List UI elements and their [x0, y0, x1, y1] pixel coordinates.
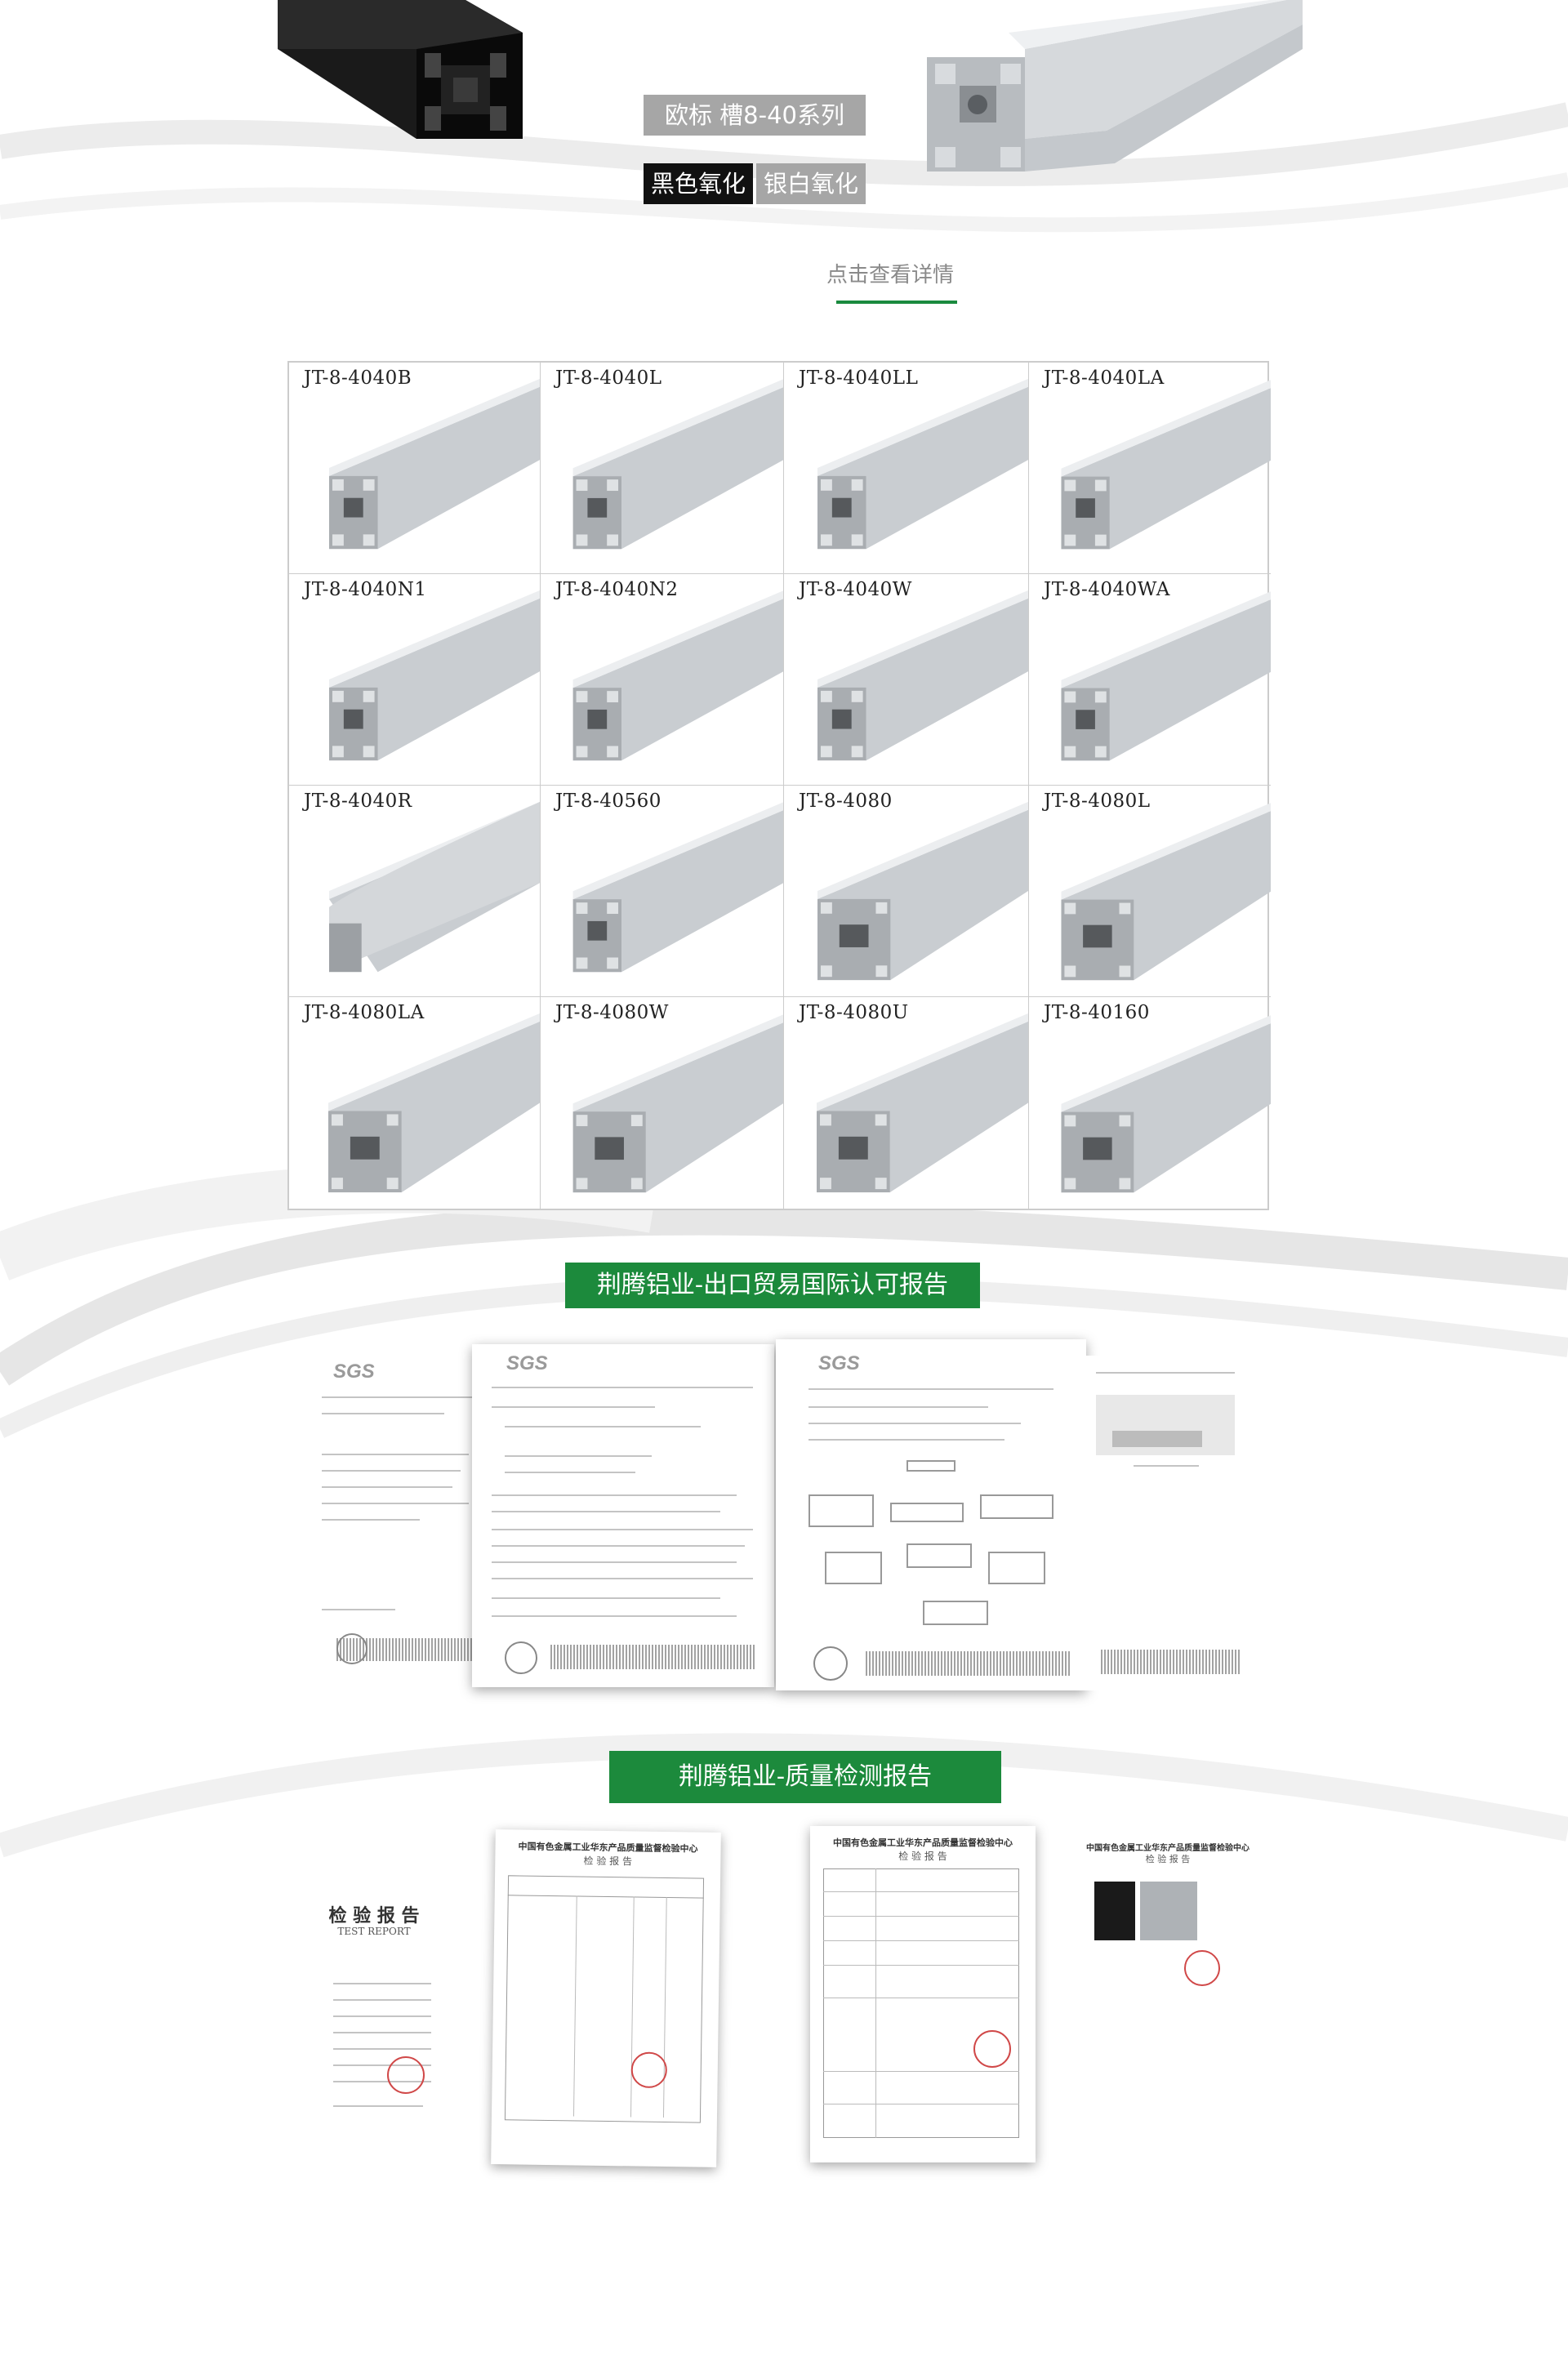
product-model-label: JT-8-4040R [304, 791, 412, 812]
product-model-label: JT-8-4080U [799, 1002, 909, 1023]
product-cell[interactable]: JT-8-4040W [784, 574, 1029, 786]
export-report-banner: 荆腾铝业-出口贸易国际认可报告 [565, 1263, 980, 1308]
tag-silver-anodized[interactable]: 银白氧化 [756, 163, 866, 204]
product-cell[interactable]: JT-8-4080W [541, 997, 784, 1209]
profile-image [329, 590, 540, 761]
quality-report-banner: 荆腾铝业-质量检测报告 [609, 1751, 1001, 1803]
export-report-doc-4[interactable] [1085, 1356, 1248, 1690]
product-model-label: JT-8-4040LL [799, 367, 919, 389]
profile-image [817, 801, 1028, 981]
profile-image [572, 590, 783, 761]
view-details-link[interactable]: 点击查看详情 [826, 263, 954, 287]
product-cell[interactable]: JT-8-4040N1 [289, 574, 541, 786]
product-cell[interactable]: JT-8-4040B [289, 363, 541, 574]
product-cell[interactable]: JT-8-4080LA [289, 997, 541, 1209]
export-report-doc-1[interactable]: SGS [304, 1347, 492, 1674]
profile-image [1061, 1015, 1271, 1193]
product-grid: JT-8-4040B JT-8-4040L JT-8-4040LL JT-8-4040… [287, 361, 1271, 1210]
profile-image [572, 802, 783, 973]
product-model-label: JT-8-4040B [304, 367, 412, 389]
series-title: 欧标 槽8-40系列 [644, 95, 866, 136]
profile-image [817, 378, 1028, 550]
product-model-label: JT-8-4040W [799, 579, 912, 600]
view-details-underline [836, 301, 957, 304]
quality-report-doc-1[interactable]: 检 验 报 告 TEST REPORT [292, 1836, 456, 2179]
profile-image [817, 1013, 1028, 1193]
quality-report-doc-2[interactable]: 中国有色金属工业华东产品质量监督检验中心 检 验 报 告 [491, 1829, 721, 2167]
product-model-label: JT-8-4080L [1044, 791, 1151, 812]
quality-report-doc-3[interactable]: 中国有色金属工业华东产品质量监督检验中心 检 验 报 告 [810, 1826, 1036, 2162]
tag-black-anodized[interactable]: 黑色氧化 [644, 163, 753, 204]
product-cell[interactable]: JT-8-4080L [1029, 786, 1271, 997]
product-cell[interactable]: JT-8-40160 [1029, 997, 1271, 1209]
profile-image [572, 1014, 783, 1193]
product-model-label: JT-8-4040N1 [304, 579, 427, 600]
export-report-doc-2[interactable]: SGS [472, 1344, 774, 1687]
product-cell[interactable]: JT-8-4040N2 [541, 574, 784, 786]
product-model-label: JT-8-40160 [1044, 1002, 1150, 1023]
product-model-label: JT-8-4080LA [304, 1002, 425, 1023]
profile-image [1061, 803, 1271, 981]
product-model-label: JT-8-4040N2 [555, 579, 679, 600]
product-cell[interactable]: JT-8-4040WA [1029, 574, 1271, 786]
quality-report-doc-4[interactable]: 中国有色金属工业华东产品质量监督检验中心 检 验 报 告 [1078, 1833, 1258, 2167]
product-cell[interactable]: JT-8-4040LA [1029, 363, 1271, 574]
profile-image [329, 801, 540, 973]
product-cell[interactable]: JT-8-4040R [289, 786, 541, 997]
product-cell[interactable]: JT-8-4080 [784, 786, 1029, 997]
black-profile-image [278, 0, 523, 139]
profile-image [1061, 380, 1271, 550]
product-cell[interactable]: JT-8-4080U [784, 997, 1029, 1209]
silver-profile-image [927, 0, 1303, 171]
profile-image [817, 590, 1028, 761]
product-model-label: JT-8-4040WA [1044, 579, 1170, 600]
product-model-label: JT-8-40560 [555, 791, 662, 812]
product-cell[interactable]: JT-8-4040LL [784, 363, 1029, 574]
product-model-label: JT-8-4080W [555, 1002, 669, 1023]
profile-image [329, 378, 540, 550]
product-cell[interactable]: JT-8-40560 [541, 786, 784, 997]
profile-image [572, 379, 783, 550]
export-report-doc-3[interactable]: SGS [776, 1339, 1086, 1690]
profile-image [1061, 591, 1271, 761]
product-model-label: JT-8-4040L [555, 367, 662, 389]
product-model-label: JT-8-4080 [799, 791, 893, 812]
product-cell[interactable]: JT-8-4040L [541, 363, 784, 574]
profile-image [328, 1013, 540, 1193]
product-model-label: JT-8-4040LA [1044, 367, 1165, 389]
